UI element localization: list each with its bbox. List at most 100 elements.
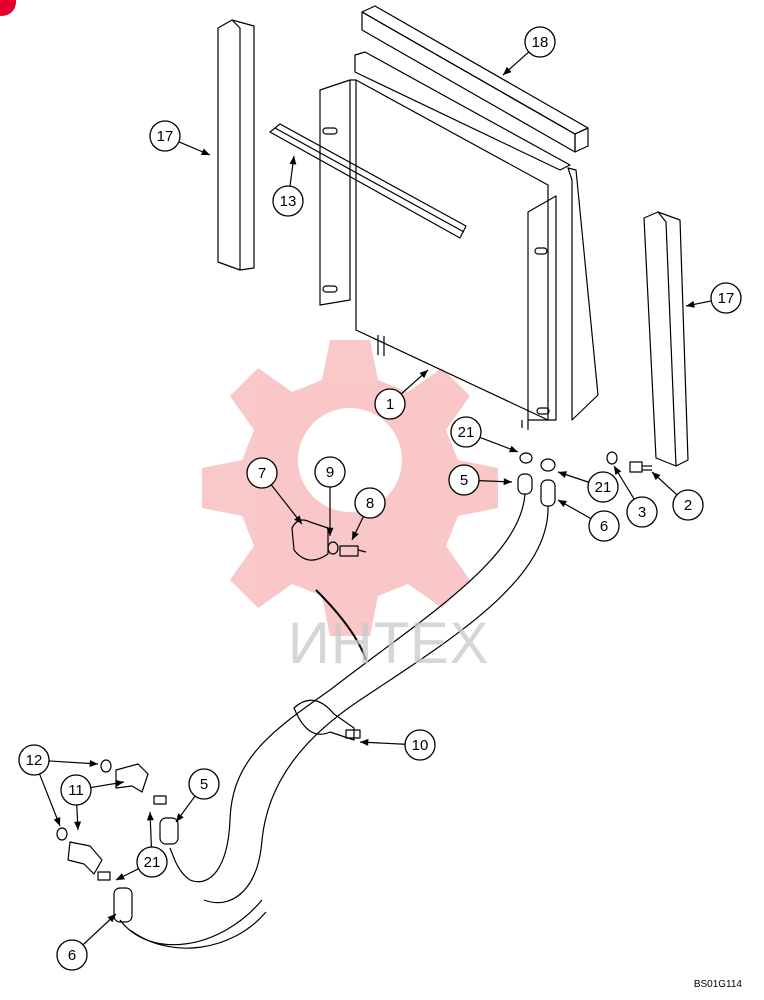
callout-9: 9 xyxy=(314,456,346,536)
coolant-hoses xyxy=(119,493,549,949)
callout-label: 5 xyxy=(200,776,208,793)
callout-label: 17 xyxy=(157,128,174,145)
arrowhead-icon xyxy=(201,148,210,156)
callout-label: 6 xyxy=(600,518,608,535)
nut xyxy=(540,458,556,472)
callout-label: 8 xyxy=(366,495,374,512)
callout-label: 5 xyxy=(460,472,468,489)
leader-arrow xyxy=(315,589,367,661)
callout-5: 5 xyxy=(448,464,513,496)
watermark-text: ИНТЕХ xyxy=(288,611,490,676)
arrowhead-icon xyxy=(352,531,359,540)
arrowhead-icon xyxy=(503,66,512,75)
callout-label: 11 xyxy=(68,782,84,799)
callout-7: 7 xyxy=(246,457,303,525)
callout-label: 12 xyxy=(26,752,43,769)
callout-circle xyxy=(710,282,742,314)
callout-circle xyxy=(188,768,220,800)
leader-line xyxy=(270,484,303,525)
callout-circle xyxy=(374,388,406,420)
callout-circle xyxy=(149,120,181,152)
arrowhead-icon xyxy=(360,738,369,746)
arrowhead-icon xyxy=(686,300,695,308)
arrowhead-icon xyxy=(294,515,302,524)
callout-6: 6 xyxy=(557,499,620,542)
arrowhead-icon xyxy=(53,817,61,826)
callout-3: 3 xyxy=(613,465,658,528)
callout-17: 17 xyxy=(685,282,742,314)
callout-circle xyxy=(60,774,92,806)
arrowhead-icon xyxy=(509,445,518,453)
arrowhead-icon xyxy=(419,370,428,379)
drawing-reference: BS01G114 xyxy=(693,979,742,990)
callout-12: 12 xyxy=(18,744,99,827)
hose-end-6 xyxy=(540,479,556,507)
callout-10: 10 xyxy=(359,729,436,761)
radiator-core xyxy=(319,79,599,430)
callout-circle xyxy=(588,510,620,542)
callout-21: 21 xyxy=(450,416,519,453)
callout-2: 2 xyxy=(651,471,704,521)
callout-label: 18 xyxy=(532,34,549,51)
callout-11: 11 xyxy=(60,774,125,831)
callout-circle xyxy=(56,939,88,971)
seal-rod xyxy=(269,123,467,239)
callout-label: 21 xyxy=(458,424,475,441)
hose-end-5 xyxy=(517,473,533,495)
callout-label: 1 xyxy=(386,396,394,413)
arrowhead-icon xyxy=(289,156,297,165)
callout-18: 18 xyxy=(502,26,556,76)
arrowhead-icon xyxy=(614,466,622,475)
arrowhead-icon xyxy=(146,812,154,821)
left-foam-block xyxy=(217,19,255,271)
callout-circle xyxy=(272,185,304,217)
callout-label: 3 xyxy=(638,504,646,521)
callout-label: 21 xyxy=(144,854,161,871)
callout-5: 5 xyxy=(175,768,220,823)
callout-circle xyxy=(314,456,346,488)
right-foam-block xyxy=(643,211,689,467)
callout-17: 17 xyxy=(149,120,211,156)
callout-circle xyxy=(136,846,168,878)
callout-circle xyxy=(354,487,386,519)
callout-1: 1 xyxy=(374,369,429,420)
callout-label: 7 xyxy=(258,465,266,482)
callout-circle xyxy=(404,729,436,761)
hose-bracket xyxy=(293,699,361,741)
callout-13: 13 xyxy=(272,155,304,217)
clamp-assembly xyxy=(291,519,367,561)
lower-fittings xyxy=(56,759,179,923)
callout-label: 6 xyxy=(68,947,76,964)
callout-circle xyxy=(448,464,480,496)
washer-3 xyxy=(606,451,618,465)
arrowhead-icon xyxy=(74,821,82,830)
arrowhead-icon xyxy=(558,471,567,478)
arrowhead-icon xyxy=(558,500,567,508)
top-seal-strip xyxy=(361,5,589,153)
callout-label: 17 xyxy=(718,290,735,307)
arrowhead-icon xyxy=(326,527,334,536)
bolt-2 xyxy=(629,461,652,473)
callout-label: 10 xyxy=(412,737,429,754)
arrowhead-icon xyxy=(107,914,116,923)
callout-21: 21 xyxy=(557,471,619,503)
arrowhead-icon xyxy=(89,759,98,767)
washer xyxy=(519,452,533,464)
callout-circle xyxy=(587,471,619,503)
arrowhead-icon xyxy=(652,472,661,481)
callout-label: 21 xyxy=(595,479,612,496)
arrowhead-icon xyxy=(116,873,125,880)
callout-8: 8 xyxy=(351,487,386,541)
arrowhead-icon xyxy=(176,813,184,822)
callout-label: 13 xyxy=(280,193,297,210)
callout-circle xyxy=(524,26,556,58)
arrowhead-icon xyxy=(503,478,512,486)
callout-circle xyxy=(246,457,278,489)
callout-6: 6 xyxy=(56,913,117,971)
upper-seal-strip xyxy=(354,51,571,171)
arrowhead-icon xyxy=(115,779,124,787)
callout-circle xyxy=(450,416,482,448)
leader-line xyxy=(38,773,61,827)
